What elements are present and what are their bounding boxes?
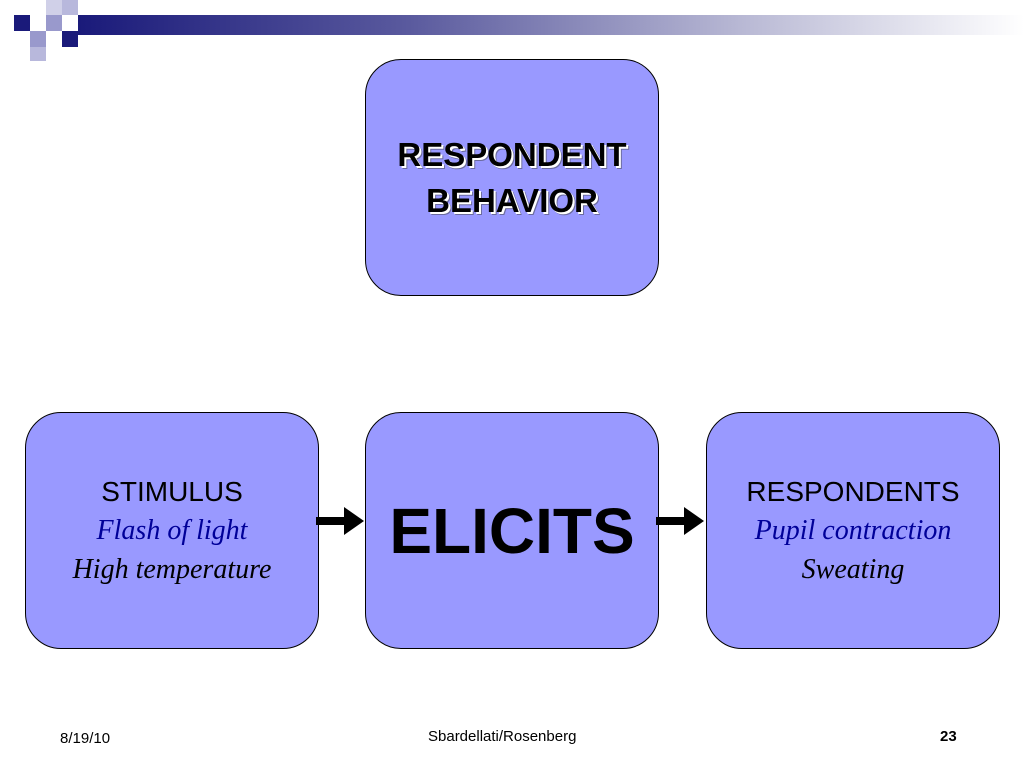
respondent-behavior-box: RESPONDENT BEHAVIOR bbox=[365, 59, 659, 296]
decor-square-navy bbox=[62, 31, 78, 47]
decor-square-light bbox=[46, 15, 62, 31]
elicits-label: ELICITS bbox=[389, 494, 635, 567]
decor-square-navy bbox=[14, 15, 30, 31]
respondents-box: RESPONDENTS Pupil contraction Sweating bbox=[706, 412, 1000, 649]
respondents-example-1: Pupil contraction bbox=[754, 515, 952, 546]
respondent-behavior-line-2: BEHAVIOR bbox=[426, 181, 598, 219]
decor-square-light bbox=[62, 0, 78, 15]
stimulus-box: STIMULUS Flash of light High temperature bbox=[25, 412, 319, 649]
decor-square-light bbox=[30, 47, 46, 61]
arrow-right-icon bbox=[316, 507, 364, 535]
header-gradient-bar bbox=[78, 15, 1024, 35]
stimulus-example-1: Flash of light bbox=[96, 515, 248, 546]
stimulus-example-2: High temperature bbox=[72, 554, 272, 585]
page-number: 23 bbox=[940, 728, 957, 745]
arrow-right-icon bbox=[656, 507, 704, 535]
respondents-heading: RESPONDENTS bbox=[746, 476, 960, 507]
respondents-example-2: Sweating bbox=[801, 554, 905, 585]
decor-square-light bbox=[46, 0, 62, 15]
footer-date: 8/19/10 bbox=[60, 730, 111, 747]
footer-author: Sbardellati/Rosenberg bbox=[428, 728, 577, 745]
elicits-box: ELICITS bbox=[365, 412, 659, 649]
decor-square-light bbox=[30, 31, 46, 47]
respondent-behavior-line-1: RESPONDENT bbox=[397, 135, 627, 173]
stimulus-heading: STIMULUS bbox=[101, 476, 243, 507]
